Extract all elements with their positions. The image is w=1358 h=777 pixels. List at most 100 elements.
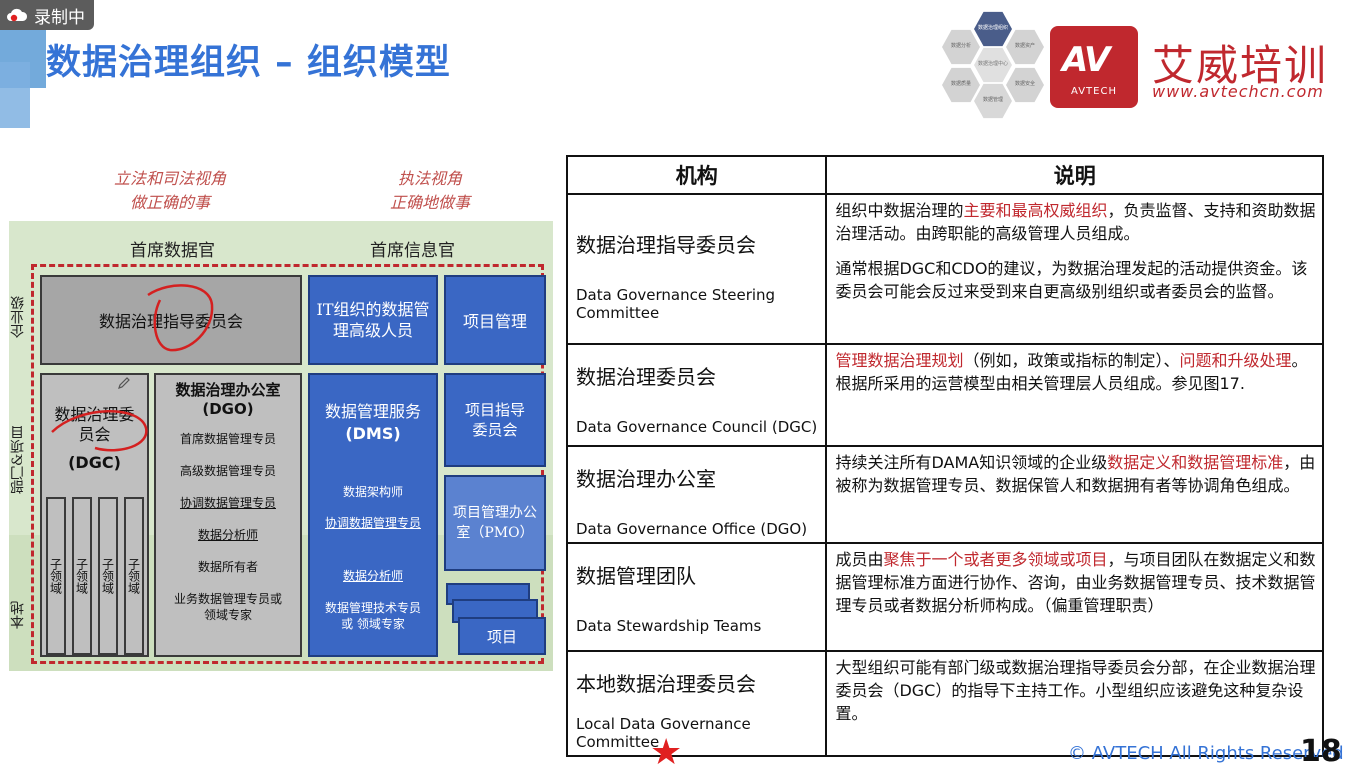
subdomain-box: 子领域 bbox=[98, 497, 118, 655]
governance-table: 机构 说明 数据治理指导委员会 Data Governance Steering … bbox=[565, 155, 1324, 757]
desc-paragraph: 管理数据治理规划（例如，政策或指标的制定）、问题和升级处理。根据所采用的运营模型… bbox=[835, 349, 1318, 395]
desc-text: （例如，政策或指标的制定）、 bbox=[963, 351, 1180, 370]
cio-label: 首席信息官 bbox=[370, 241, 455, 261]
pencil-icon bbox=[118, 377, 130, 389]
dgo-box: 数据治理办公室 (DGO) 首席数据管理专员 高级数据管理专员 协调数据管理专员… bbox=[154, 373, 302, 657]
org-name-cn: 数据治理办公室 bbox=[576, 467, 716, 491]
copyright: © AVTECH All Rights Reserved bbox=[1068, 743, 1344, 764]
desc-text: 持续关注所有DAMA知识领域的企业级 bbox=[835, 453, 1108, 472]
dms-abbr: (DMS) bbox=[345, 424, 401, 443]
desc-paragraph: 持续关注所有DAMA知识领域的企业级数据定义和数据管理标准，由被称为数据管理专员… bbox=[835, 451, 1318, 497]
hex-cell: 数据安全 bbox=[1006, 67, 1044, 103]
subdomain-box: 子领域 bbox=[46, 497, 66, 655]
org-name-en: Data Governance Steering Committee bbox=[576, 286, 776, 322]
dms-item: 协调数据管理专员 bbox=[324, 516, 421, 530]
desc-text: 成员由 bbox=[835, 550, 884, 569]
desc-text: ，由被称为数据管理专员、数据保管人和数据拥有者等协调角色组成。 bbox=[835, 453, 1316, 495]
hex-cell: 数据质量 bbox=[942, 67, 980, 103]
desc-cell: 管理数据治理规划（例如，政策或指标的制定）、问题和升级处理。根据所采用的运营模型… bbox=[825, 343, 1324, 447]
hex-cell: 数据管理 bbox=[974, 83, 1012, 119]
it-senior-box: IT组织的数据管理高级人员 bbox=[308, 275, 438, 365]
desc-cell: 大型组织可能有部门级或数据治理指导委员会分部，在企业数据治理委员会（DGC）的指… bbox=[825, 650, 1324, 757]
dms-box: 数据管理服务 (DMS) 数据架构师 协调数据管理专员 数据分析师 数据管理技术… bbox=[308, 373, 438, 657]
dgo-abbr: (DGO) bbox=[202, 400, 254, 418]
project-box: 项目 bbox=[458, 617, 546, 655]
org-cell: 数据治理指导委员会 Data Governance Steering Commit… bbox=[565, 193, 828, 345]
pen-annotation bbox=[51, 284, 214, 452]
desc-paragraph: 通常根据DGC和CDO的建议，为数据治理发起的活动提供资金。该委员会可能会反过来… bbox=[835, 257, 1318, 303]
org-cell: 数据治理委员会 Data Governance Council (DGC) bbox=[565, 343, 828, 447]
page-number: 18 bbox=[1300, 734, 1342, 769]
table-row: 数据治理办公室 Data Governance Office (DGO) 持续关注所… bbox=[565, 445, 1324, 544]
dms-item: 数据管理技术专员 或 领域专家 bbox=[324, 601, 421, 631]
desc-text: 通常根据DGC和CDO的建议，为数据治理发起的活动提供资金。该委员会可能会反过来… bbox=[835, 259, 1308, 301]
cdo-label: 首席数据官 bbox=[130, 241, 215, 261]
highlight-text: 问题和升级处理 bbox=[1179, 351, 1292, 370]
org-name-en: Data Stewardship Teams bbox=[576, 617, 762, 635]
desc-cell: 成员由聚焦于一个或者更多领域或项目，与项目团队在数据定义和数据管理标准方面进行协… bbox=[825, 542, 1324, 652]
desc-cell: 持续关注所有DAMA知识领域的企业级数据定义和数据管理标准，由被称为数据管理专员… bbox=[825, 445, 1324, 544]
honeycomb-logo: 数据治理组织 数据分析 数据资产 数据治理中心 数据质量 数据安全 数据管理 bbox=[938, 10, 1048, 119]
desc-text: 大型组织可能有部门级或数据治理指导委员会分部，在企业数据治理委员会（DGC）的指… bbox=[835, 658, 1316, 723]
header-desc: 说明 bbox=[825, 155, 1324, 195]
hex-cell: 数据治理中心 bbox=[974, 47, 1012, 83]
dgo-item: 高级数据管理专员 bbox=[179, 464, 276, 478]
brand-name: 艾威培训 bbox=[1152, 41, 1329, 90]
project-steering-box: 项目指导委员会 bbox=[444, 373, 546, 467]
table-row: 数据治理委员会 Data Governance Council (DGC) 管理数据… bbox=[565, 343, 1324, 447]
dgo-item: 业务数据管理专员或领域专家 bbox=[174, 592, 283, 622]
desc-text: ，负责监督、支持和资助数据治理活动。由跨职能的高级管理人员组成。 bbox=[835, 201, 1316, 243]
org-name-en: Data Governance Office (DGO) bbox=[576, 520, 808, 538]
org-name-en: Local Data Governance Committee bbox=[576, 715, 751, 751]
org-name-cn: 数据治理委员会 bbox=[576, 365, 716, 389]
desc-text: 组织中数据治理的 bbox=[835, 201, 964, 220]
highlight-text: 管理数据治理规划 bbox=[835, 351, 964, 370]
perspective-right: 执法视角 正确地做事 bbox=[389, 169, 470, 212]
subdomain-box: 子领域 bbox=[72, 497, 92, 655]
highlight-text: 主要和最高权威组织 bbox=[963, 201, 1108, 220]
project-management-box: 项目管理 bbox=[444, 275, 546, 365]
star-icon: ★ bbox=[650, 732, 683, 773]
org-name-cn: 本地数据治理委员会 bbox=[576, 672, 756, 696]
org-cell: 数据管理团队 Data Stewardship Teams bbox=[565, 542, 828, 652]
desc-paragraph: 成员由聚焦于一个或者更多领域或项目，与项目团队在数据定义和数据管理标准方面进行协… bbox=[835, 548, 1318, 617]
dgo-item: 数据分析师 bbox=[197, 528, 258, 542]
hex-cell: 数据分析 bbox=[942, 29, 980, 65]
desc-paragraph: 大型组织可能有部门级或数据治理指导委员会分部，在企业数据治理委员会（DGC）的指… bbox=[835, 656, 1318, 725]
desc-text: 。根据所采用的运营模型由相关管理层人员组成。参见图17. bbox=[835, 351, 1308, 393]
org-cell: 数据治理办公室 Data Governance Office (DGO) bbox=[565, 445, 828, 544]
perspective-left: 立法和司法视角 做正确的事 bbox=[113, 169, 226, 212]
decor-bar bbox=[0, 62, 30, 128]
table-row: 本地数据治理委员会 Local Data Governance Committee… bbox=[565, 650, 1324, 757]
table-row: 数据治理指导委员会 Data Governance Steering Commit… bbox=[565, 193, 1324, 345]
desc-paragraph: 组织中数据治理的主要和最高权威组织，负责监督、支持和资助数据治理活动。由跨职能的… bbox=[835, 199, 1318, 245]
hex-cell: 数据资产 bbox=[1006, 29, 1044, 65]
logo-mark: AV bbox=[1062, 40, 1110, 80]
dms-item: 数据架构师 bbox=[342, 485, 403, 499]
recording-label: 录制中 bbox=[34, 7, 85, 28]
subdomain-box: 子领域 bbox=[124, 497, 144, 655]
org-cell: 本地数据治理委员会 Local Data Governance Committee bbox=[565, 650, 828, 757]
table-row: 数据管理团队 Data Stewardship Teams 成员由聚焦于一个或者更多… bbox=[565, 542, 1324, 652]
org-name-cn: 数据管理团队 bbox=[576, 564, 696, 588]
org-name-cn: 数据治理指导委员会 bbox=[576, 233, 756, 257]
dms-item: 数据分析师 bbox=[342, 569, 403, 583]
header-org: 机构 bbox=[565, 155, 828, 195]
dms-title: 数据管理服务 bbox=[324, 402, 421, 421]
pmo-box: 项目管理办公室（PMO） bbox=[444, 475, 546, 571]
hex-cell: 数据治理组织 bbox=[974, 11, 1012, 47]
brand-url: www.avtechcn.com bbox=[1152, 82, 1324, 101]
table-header-row: 机构 说明 bbox=[565, 155, 1324, 195]
dgc-abbr: (DGC) bbox=[68, 453, 121, 472]
logo-sub: AVTECH bbox=[1071, 86, 1117, 97]
dgo-title: 数据治理办公室 bbox=[175, 381, 281, 399]
avtech-logo: AV AVTECH bbox=[1050, 26, 1138, 108]
org-name-en: Data Governance Council (DGC) bbox=[576, 418, 818, 436]
highlight-text: 数据定义和数据管理标准 bbox=[1107, 453, 1284, 472]
highlight-text: 聚焦于一个或者更多领域或项目 bbox=[883, 550, 1108, 569]
desc-text: ，与项目团队在数据定义和数据管理标准方面进行协作、咨询，由业务数据管理专员、技术… bbox=[835, 550, 1316, 615]
page-title: 数据治理组织 – 组织模型 bbox=[46, 43, 451, 83]
dgo-item: 协调数据管理专员 bbox=[179, 496, 276, 510]
dgo-item: 数据所有者 bbox=[197, 560, 258, 574]
recording-badge: 录制中 bbox=[0, 0, 94, 30]
